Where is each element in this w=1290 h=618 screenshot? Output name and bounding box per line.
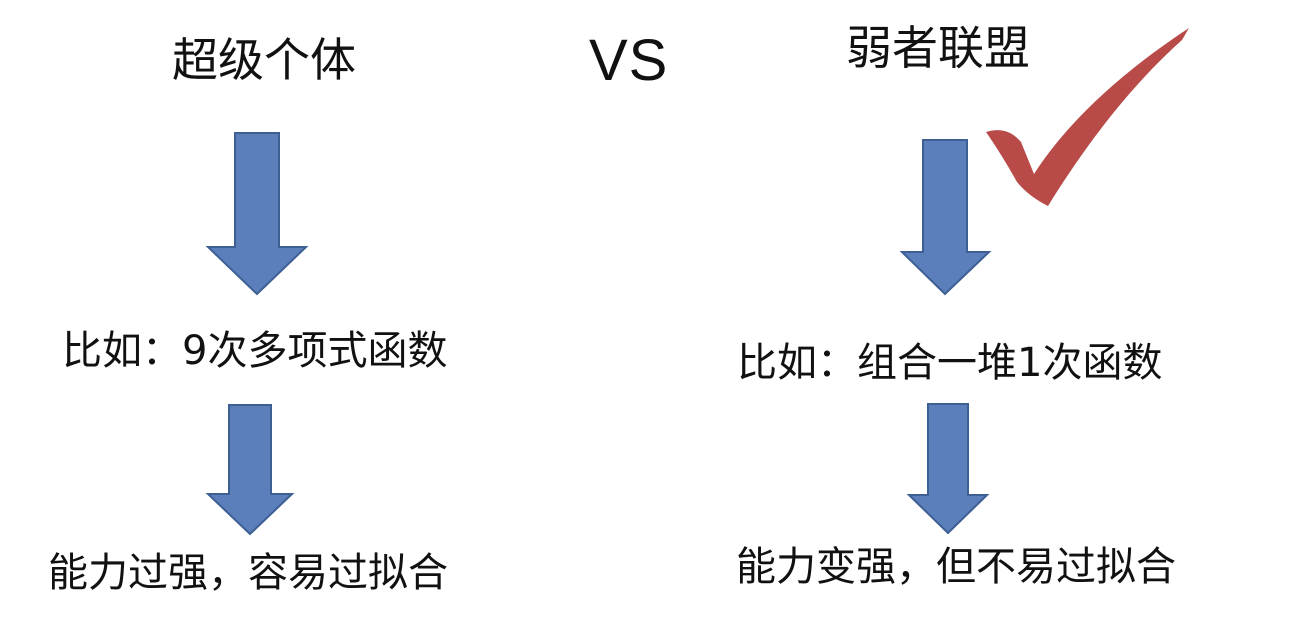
left-example: 比如：9次多项式函数 (62, 328, 448, 374)
down-arrow-icon (205, 404, 295, 536)
down-arrow-icon (906, 403, 990, 535)
left-result: 能力过强，容易过拟合 (48, 550, 448, 596)
check-mark-icon (986, 28, 1189, 206)
right-result: 能力变强，但不易过拟合 (736, 544, 1176, 590)
right-title: 弱者联盟 (846, 21, 1030, 75)
vs-label: VS (589, 28, 669, 93)
down-arrow-icon (899, 139, 992, 296)
right-example: 比如：组合一堆1次函数 (737, 340, 1163, 386)
down-arrow-icon (205, 132, 309, 296)
left-title: 超级个体 (172, 33, 356, 87)
